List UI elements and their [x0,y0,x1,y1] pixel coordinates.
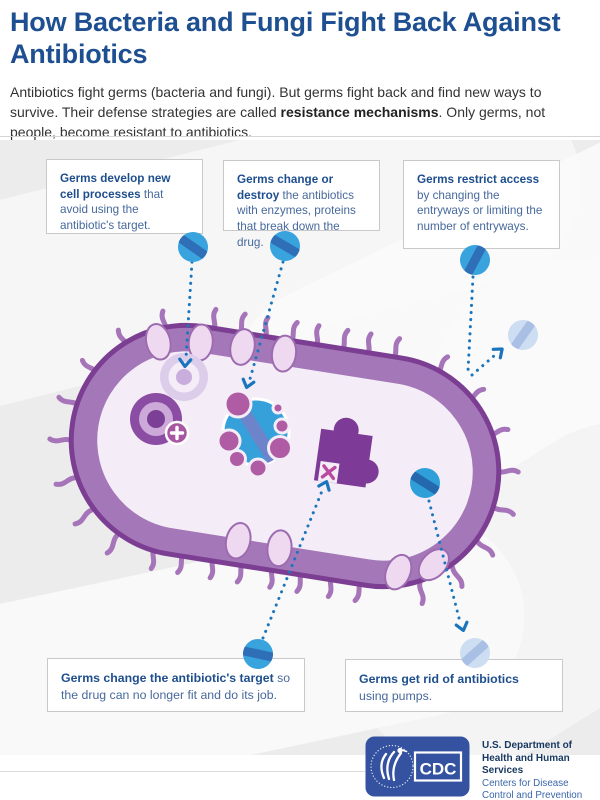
agency-line-1: U.S. Department of [482,740,573,751]
callout-4-lead: Germs change the antibiotic's target [61,671,274,685]
callout-1-lead: Germs develop new cell processes [60,172,171,201]
header-divider [0,136,600,137]
callout-2-rest: the antibiotics with enzymes, proteins t… [237,188,356,249]
intro-bold: resistance mechanisms [280,103,439,120]
callout-restrict-access: Germs restrict access by changing the en… [403,160,560,249]
callout-4-rest: so the drug can no longer fit and do its… [61,671,291,702]
callout-change-target: Germs change the antibiotic's target so … [47,658,305,712]
callout-3-lead: Germs restrict access [417,173,540,186]
callout-pumps: Germs get rid of antibiotics using pumps… [345,659,563,712]
hhs-eagle-icon [370,744,414,789]
callout-new-cell-processes: Germs develop new cell processes that av… [46,159,203,234]
agency-name-block: U.S. Department of Health and Human Serv… [482,740,600,800]
agency-line-2: Health and Human Services [482,752,570,777]
intro-part1: Antibiotics fight germs (bacteria and fu… [10,83,542,120]
intro-text: Antibiotics fight germs (bacteria and fu… [10,82,588,142]
callout-change-destroy: Germs change or destroy the antibiotics … [223,160,380,249]
callout-3-rest: by changing the entryways or limiting th… [417,188,543,234]
agency-line-4: Control and Prevention [482,790,583,800]
callout-5-lead: Germs get rid of antibiotics [359,672,519,686]
agency-line-3: Centers for Disease [482,777,569,789]
cdc-hhs-logo: CDC [365,736,470,797]
footer [0,755,600,800]
header: How Bacteria and Fungi Fight Back Agains… [10,6,592,142]
callout-2-lead: Germs change or destroy [237,173,334,202]
page-title: How Bacteria and Fungi Fight Back Agains… [10,7,561,70]
footer-divider [0,771,365,772]
callout-5-rest: using pumps. [359,688,433,703]
cdc-acronym: CDC [420,760,457,779]
intro-part2: . Only germs, not people, become resista… [10,103,546,140]
cdc-acronym-box: CDC [413,751,463,782]
callout-1-rest: that avoid using the antibiotic's target… [60,187,164,233]
